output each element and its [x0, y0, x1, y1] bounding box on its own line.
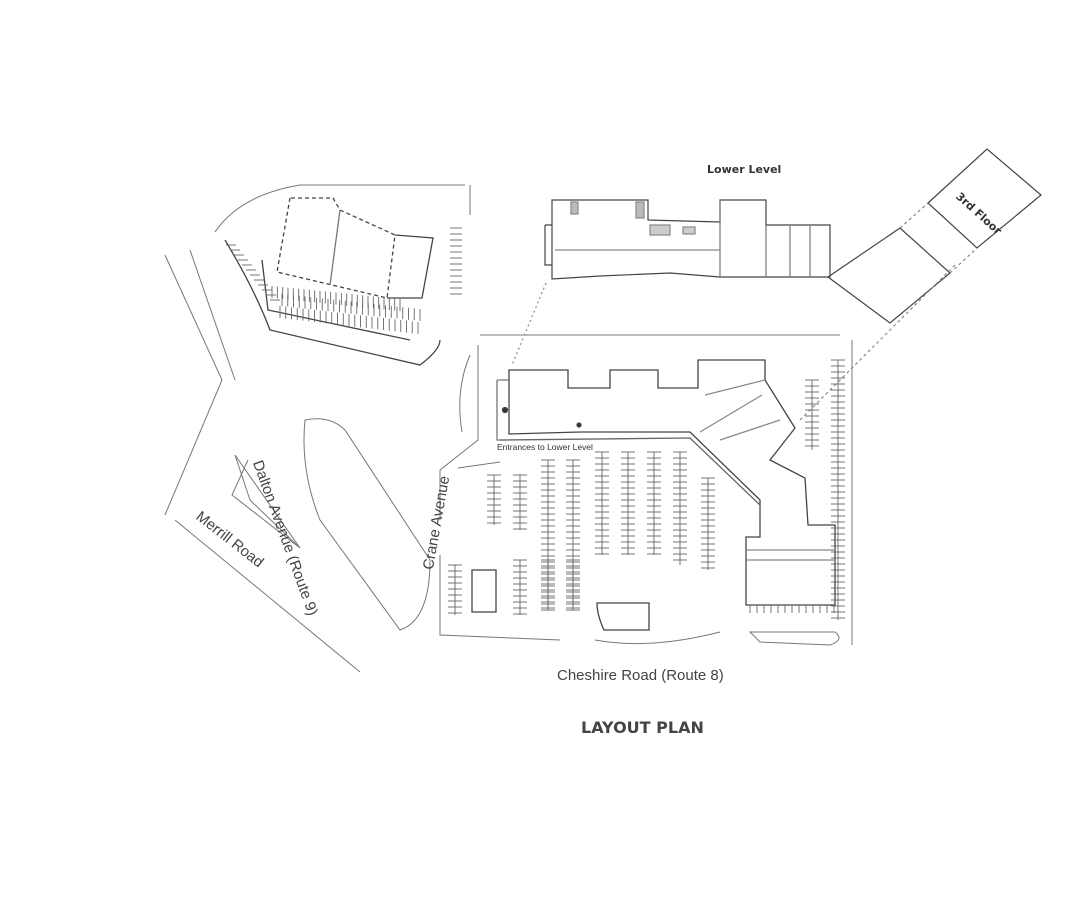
lower-level-label: Lower Level — [707, 163, 782, 176]
entrances-label: Entrances to Lower Level — [497, 442, 593, 452]
road-edge — [164, 254, 223, 516]
lower-level-plan — [511, 148, 1042, 421]
cheshire-road-label: Cheshire Road (Route 8) — [557, 667, 724, 684]
main-mall — [471, 359, 836, 631]
north-building — [224, 197, 441, 366]
parking-stalls — [226, 227, 845, 620]
layout-plan-title: LAYOUT PLAN — [581, 718, 704, 737]
roads — [164, 184, 853, 673]
